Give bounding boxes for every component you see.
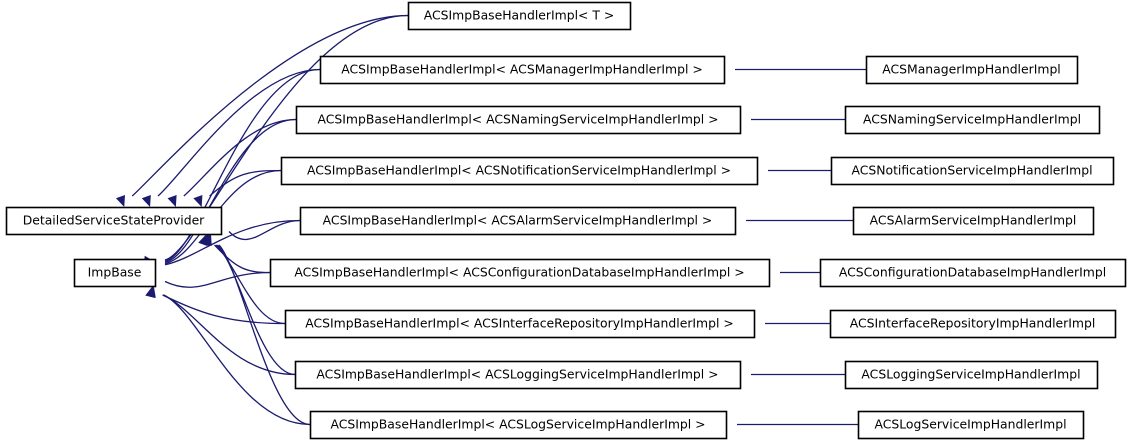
class-node-tmpl-notification[interactable]: ACSImpBaseHandlerImpl< ACSNotificationSe…: [280, 156, 759, 186]
arrowhead-inheritance: [115, 195, 125, 207]
class-node-box: [407, 1, 632, 31]
class-node-label: ACSImpBaseHandlerImpl< ACSAlarmServiceIm…: [323, 213, 713, 228]
edge-template-to-base: [157, 68, 321, 197]
class-node-box: [5, 206, 223, 236]
class-node-acs-alarm[interactable]: ACSAlarmServiceImpHandlerImpl: [852, 206, 1095, 236]
class-node-tmpl-alarm[interactable]: ACSImpBaseHandlerImpl< ACSAlarmServiceIm…: [299, 206, 737, 236]
edge-template-to-base: [183, 118, 297, 197]
class-node-acs-manager[interactable]: ACSManagerImpHandlerImpl: [865, 55, 1079, 85]
class-node-box: [295, 105, 742, 135]
class-node-label: ACSConfigurationDatabaseImpHandlerImpl: [839, 265, 1106, 280]
arrowhead-inheritance: [146, 286, 156, 298]
class-node-label: ACSLoggingServiceImpHandlerImpl: [861, 367, 1080, 382]
class-node-box: [294, 360, 742, 390]
edge-template-to-base: [164, 271, 271, 288]
class-node-box: [284, 309, 756, 339]
class-node-acs-notification[interactable]: ACSNotificationServiceImpHandlerImpl: [830, 156, 1115, 186]
edge-template-to-base: [164, 219, 301, 266]
class-node-box: [830, 156, 1115, 186]
edge-template-to-base: [217, 244, 296, 376]
class-node-box: [865, 55, 1079, 85]
class-node-label: ACSAlarmServiceImpHandlerImpl: [870, 213, 1077, 228]
class-node-label: ACSImpBaseHandlerImpl< ACSInterfaceRepos…: [305, 316, 734, 331]
class-node-acs-configdb[interactable]: ACSConfigurationDatabaseImpHandlerImpl: [819, 258, 1127, 288]
class-node-box: [299, 206, 737, 236]
class-node-tmpl-logservice[interactable]: ACSImpBaseHandlerImpl< ACSLogServiceImpH…: [309, 410, 728, 440]
edge-template-to-base: [228, 219, 301, 241]
class-node-label: ACSInterfaceRepositoryImpHandlerImpl: [850, 316, 1096, 331]
edge-template-to-base: [162, 294, 296, 376]
class-node-label: ACSImpBaseHandlerImpl< ACSNotificationSe…: [307, 163, 731, 178]
class-node-label: ImpBase: [88, 265, 142, 280]
edge-template-to-base: [164, 118, 297, 264]
class-node-tmpl-logging[interactable]: ACSImpBaseHandlerImpl< ACSLoggingService…: [294, 360, 742, 390]
class-node-detailed-service-state-provider[interactable]: DetailedServiceStateProvider: [5, 206, 223, 236]
class-node-label: ACSNamingServiceImpHandlerImpl: [863, 112, 1081, 127]
class-node-acs-logservice[interactable]: ACSLogServiceImpHandlerImpl: [857, 410, 1085, 440]
class-node-box: [819, 258, 1127, 288]
class-node-box: [852, 206, 1095, 236]
class-node-box: [829, 309, 1117, 339]
class-node-label: ACSImpBaseHandlerImpl< ACSManagerImpHand…: [341, 62, 703, 77]
class-node-box: [73, 258, 157, 288]
class-node-box: [319, 55, 726, 85]
class-node-label: DetailedServiceStateProvider: [23, 213, 205, 228]
class-node-imp-base[interactable]: ImpBase: [73, 258, 157, 288]
edge-template-to-base: [163, 294, 311, 426]
class-node-tmpl-ifr[interactable]: ACSImpBaseHandlerImpl< ACSInterfaceRepos…: [284, 309, 756, 339]
edge-template-to-base: [164, 68, 321, 262]
class-node-box: [844, 360, 1099, 390]
class-node-label: ACSImpBaseHandlerImpl< ACSNamingServiceI…: [317, 112, 718, 127]
arrowhead-inheritance: [141, 195, 151, 207]
edge-template-to-base: [131, 14, 409, 197]
arrowhead-inheritance: [193, 195, 203, 207]
edge-template-to-base: [162, 294, 286, 325]
class-node-box: [844, 105, 1101, 135]
class-node-label: ACSImpBaseHandlerImpl< T >: [424, 8, 615, 23]
class-node-box: [857, 410, 1085, 440]
class-node-label: ACSImpBaseHandlerImpl< ACSConfigurationD…: [294, 265, 744, 280]
class-node-label: ACSImpBaseHandlerImpl< ACSLogServiceImpH…: [330, 417, 705, 432]
class-node-acs-logging[interactable]: ACSLoggingServiceImpHandlerImpl: [844, 360, 1099, 390]
class-node-tmpl-manager[interactable]: ACSImpBaseHandlerImpl< ACSManagerImpHand…: [319, 55, 726, 85]
class-node-box: [280, 156, 759, 186]
class-node-label: ACSLogServiceImpHandlerImpl: [874, 417, 1066, 432]
edge-template-to-base: [218, 244, 311, 426]
class-node-acs-ifr[interactable]: ACSInterfaceRepositoryImpHandlerImpl: [829, 309, 1117, 339]
node-layer: DetailedServiceStateProviderImpBaseACSIm…: [5, 1, 1127, 440]
class-node-acs-naming[interactable]: ACSNamingServiceImpHandlerImpl: [844, 105, 1101, 135]
arrowhead-inheritance: [167, 195, 177, 207]
class-node-label: ACSManagerImpHandlerImpl: [882, 62, 1061, 77]
class-node-label: ACSImpBaseHandlerImpl< ACSLoggingService…: [316, 367, 718, 382]
edge-template-to-base: [215, 244, 286, 325]
class-node-tmpl-t[interactable]: ACSImpBaseHandlerImpl< T >: [407, 1, 632, 31]
class-node-tmpl-naming[interactable]: ACSImpBaseHandlerImpl< ACSNamingServiceI…: [295, 105, 742, 135]
arrowhead-inheritance: [202, 234, 212, 246]
class-node-label: ACSNotificationServiceImpHandlerImpl: [851, 163, 1092, 178]
class-node-box: [309, 410, 728, 440]
class-node-box: [269, 258, 771, 288]
class-node-tmpl-configdb[interactable]: ACSImpBaseHandlerImpl< ACSConfigurationD…: [269, 258, 771, 288]
